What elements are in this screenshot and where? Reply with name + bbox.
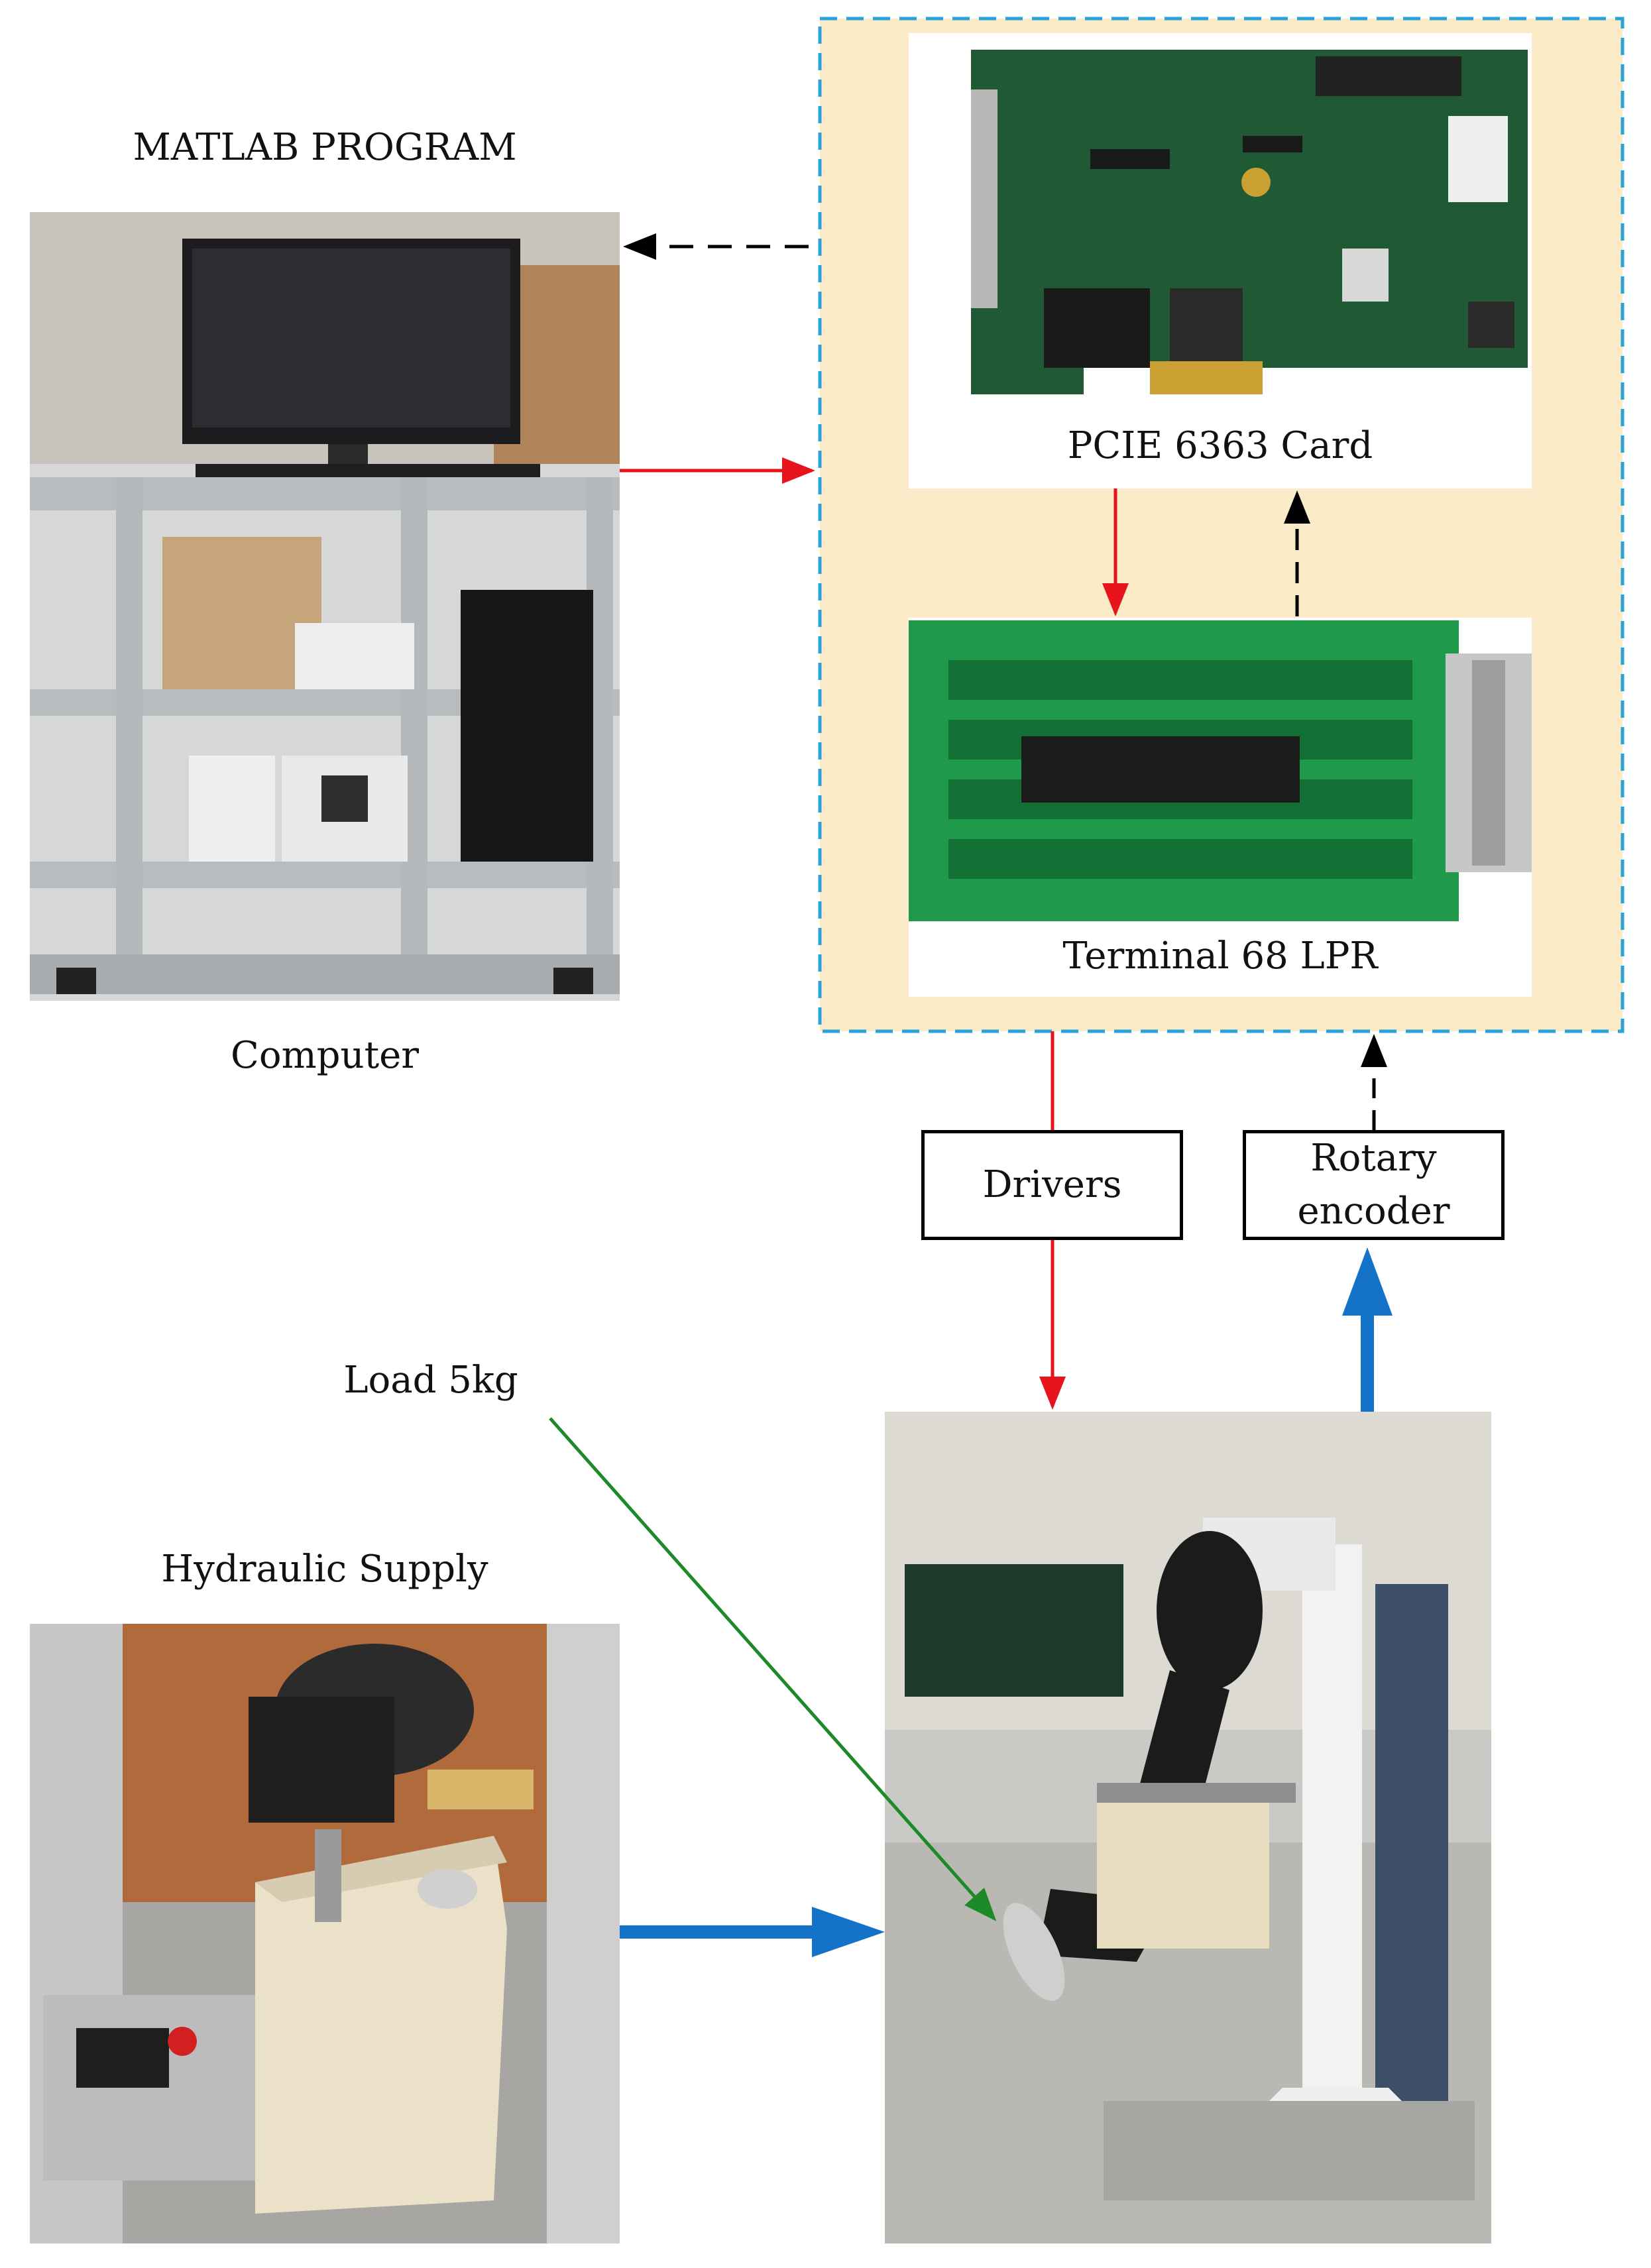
drivers-label: Drivers bbox=[982, 1163, 1122, 1206]
robot-arm-photo bbox=[885, 1412, 1491, 2243]
load-pointer-arrow bbox=[549, 1417, 997, 1921]
computer-photo bbox=[30, 212, 620, 1001]
drivers-box: Drivers bbox=[921, 1130, 1183, 1240]
hydraulic-to-robot-head bbox=[812, 1907, 885, 1957]
load-label: Load 5kg bbox=[343, 1359, 518, 1402]
daq-dashed-border bbox=[818, 17, 1624, 1033]
terminal-block-photo bbox=[909, 620, 1532, 921]
rotary-encoder-box: Rotary encoder bbox=[1243, 1130, 1505, 1240]
matlab-program-label: MATLAB PROGRAM bbox=[133, 126, 517, 169]
computer-label: Computer bbox=[231, 1034, 419, 1077]
robot-to-encoder-head bbox=[1342, 1247, 1393, 1316]
rotary-encoder-label-line1: Rotary bbox=[1310, 1137, 1437, 1180]
hydraulic-supply-label: Hydraulic Supply bbox=[161, 1548, 488, 1591]
terminal-label: Terminal 68 LPR bbox=[1062, 935, 1378, 978]
pcie-card-photo bbox=[944, 36, 1528, 401]
hydraulic-supply-photo bbox=[30, 1624, 620, 2243]
rotary-encoder-label-line2: encoder bbox=[1297, 1190, 1450, 1233]
pcie-card-label: PCIE 6363 Card bbox=[1067, 424, 1373, 467]
